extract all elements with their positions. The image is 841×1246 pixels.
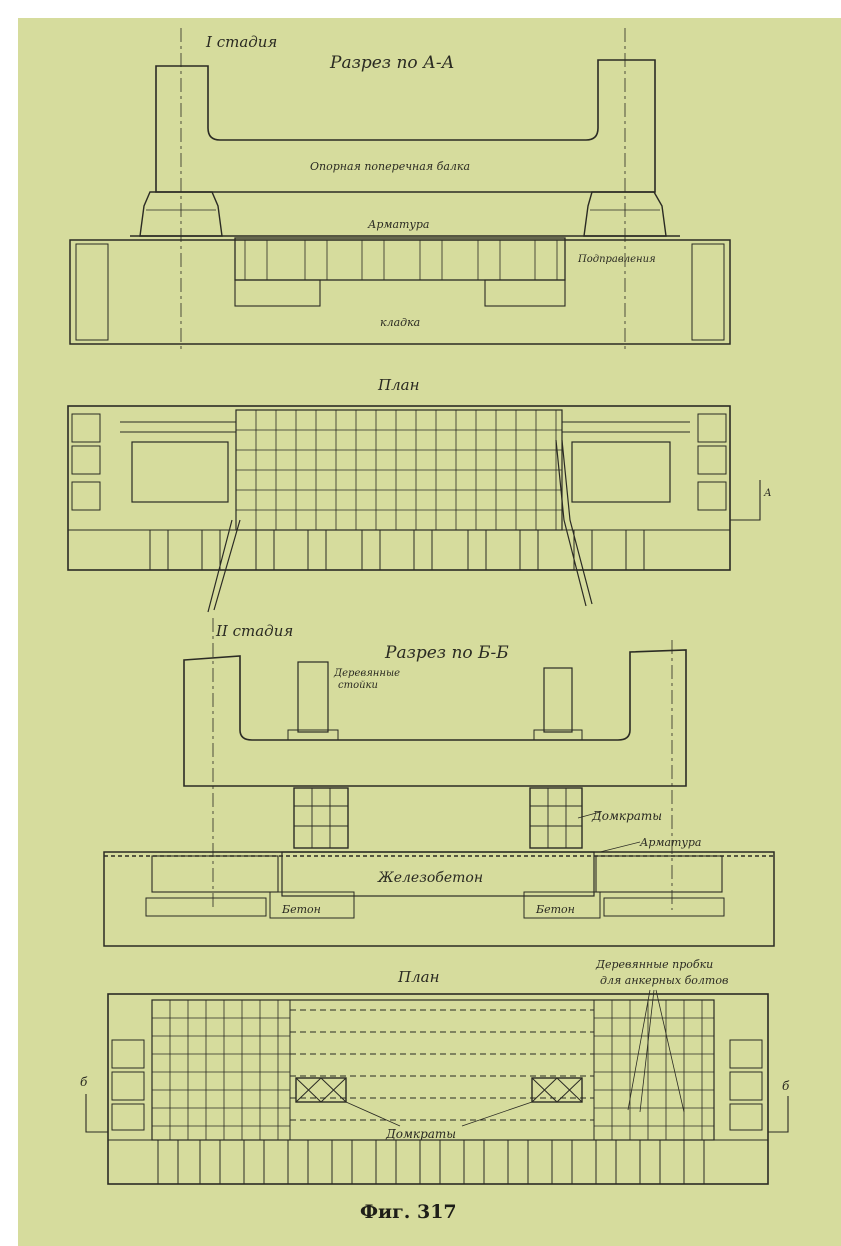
stage2-section-mark-left: б: [80, 1075, 88, 1089]
stage1-rebar-bars: [130, 235, 680, 281]
stage2-plan-title: План: [397, 968, 439, 986]
stage2-section-title: Разрез по Б-Б: [384, 643, 509, 663]
stage2-plugs-label-2: для анкерных болтов: [600, 974, 728, 987]
stage1-section-title: Разрез по А-А: [329, 53, 455, 73]
stage1-beam-label: Опорная поперечная балка: [310, 160, 470, 173]
stage2-plan-jacks-label: Домкраты: [385, 1127, 456, 1141]
stage1-masonry-label: кладка: [380, 316, 420, 329]
figure-caption: Фиг. 317: [360, 1201, 457, 1223]
stage2-wooden-post-left: [297, 661, 329, 733]
stage2-plan: План Деревянные пробки для анкерных болт…: [80, 958, 790, 1185]
stage2-beam: [183, 649, 687, 787]
stage2-concrete-left-label: Бетон: [281, 903, 321, 916]
stage1-beam: [155, 59, 656, 193]
stage2-jacks-label: Домкраты: [591, 809, 662, 823]
stage2-jacks: [293, 787, 583, 849]
stage1-plan: План А: [67, 376, 772, 613]
stage1-rebar-cavity: [234, 237, 566, 281]
stage2-plan-jacks: [295, 1077, 583, 1127]
stage2-reinforced-concrete: [281, 851, 595, 897]
stage2-rc-label: Железобетон: [377, 870, 483, 886]
stage2-plugs-label-1: Деревянные пробки: [595, 958, 713, 971]
stage2-section: II стадия Разрез по Б-Б Деревянные стойк…: [103, 618, 775, 947]
stage1-rebar-label: Арматура: [367, 218, 429, 231]
stage2-wooden-post-right: [543, 667, 573, 733]
stage1-section: I стадия Разрез по А-А Опорная поперечна…: [69, 28, 731, 352]
stage1-foundation: [69, 239, 731, 345]
stage2-rebar-label: Арматура: [639, 836, 701, 849]
stage2-concrete-right-label: Бетон: [535, 903, 575, 916]
stage1-plan-title: План: [377, 376, 419, 394]
stage2-label: II стадия: [215, 622, 293, 640]
stage1-subgrade-label: Подправления: [577, 254, 656, 265]
stage2-section-mark-right: б: [782, 1079, 790, 1093]
stage1-section-mark: А: [763, 488, 772, 499]
stage2-posts-label-1: Деревянные: [333, 668, 400, 679]
stage2-posts-label-2: стойки: [338, 680, 378, 691]
stage1-label: I стадия: [205, 33, 277, 51]
